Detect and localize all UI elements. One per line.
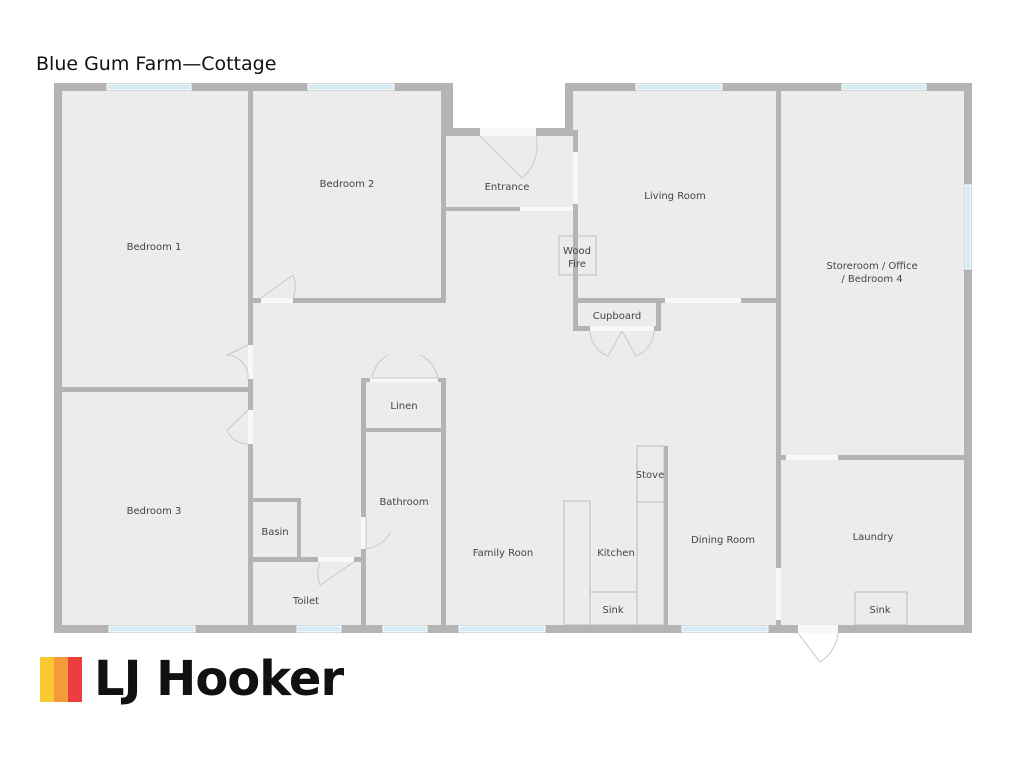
label-bathroom: Bathroom	[379, 497, 428, 508]
label-entrance: Entrance	[485, 182, 530, 193]
label-kitchen: Kitchen	[597, 548, 635, 559]
logo-bars	[40, 656, 82, 702]
door-swings	[226, 135, 839, 663]
label-basin: Basin	[261, 527, 288, 538]
logo-bar-yellow	[40, 656, 54, 702]
entrance-floor	[453, 136, 565, 208]
logo-bar-orange	[54, 656, 68, 702]
lj-hooker-logo: LJ Hooker	[40, 651, 344, 707]
label-laundry: Laundry	[853, 532, 894, 543]
logo-bar-red	[68, 656, 82, 702]
label-linen: Linen	[390, 401, 417, 412]
label-wood-fire-1: Wood	[563, 246, 591, 257]
plan-title: Blue Gum Farm—Cottage	[36, 53, 277, 75]
label-family-room: Family Roon	[473, 548, 533, 559]
label-bedroom-2: Bedroom 2	[320, 179, 375, 190]
fixtures	[558, 235, 908, 626]
entrance-notch	[453, 83, 565, 128]
label-storeroom-2: / Bedroom 4	[841, 274, 902, 285]
label-toilet: Toilet	[292, 596, 319, 607]
label-stove: Stove	[636, 470, 664, 481]
label-bedroom-1: Bedroom 1	[127, 242, 182, 253]
room-labels: Bedroom 1 Bedroom 2 Bedroom 3 Entrance L…	[127, 179, 918, 616]
logo-text: LJ Hooker	[94, 651, 344, 707]
label-cupboard: Cupboard	[593, 311, 642, 322]
door-openings	[248, 128, 838, 633]
label-wood-fire-2: Fire	[568, 259, 586, 270]
label-dining-room: Dining Room	[691, 535, 755, 546]
label-storeroom-1: Storeroom / Office	[826, 261, 917, 272]
label-living-room: Living Room	[644, 191, 705, 202]
windows	[106, 83, 972, 633]
label-laundry-sink: Sink	[869, 605, 890, 616]
label-bedroom-3: Bedroom 3	[127, 506, 182, 517]
label-kitchen-sink: Sink	[602, 605, 623, 616]
